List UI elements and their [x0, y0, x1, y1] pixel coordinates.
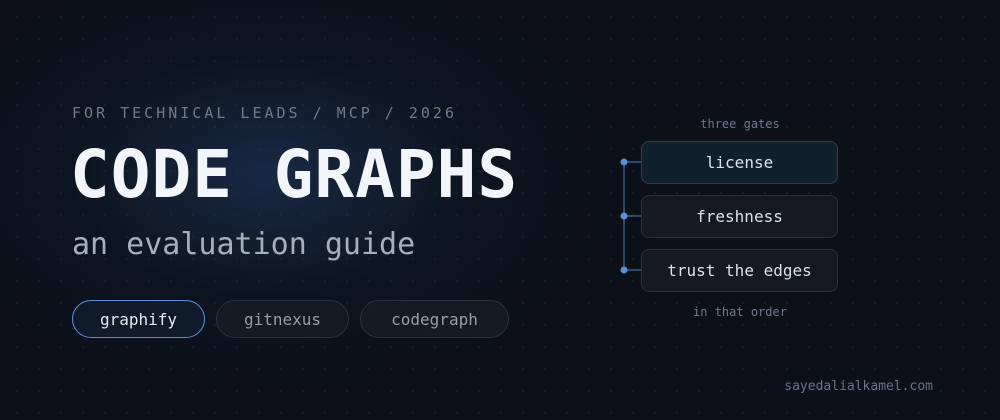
gates-caption-top: three gates	[700, 117, 780, 131]
eyebrow-text: FOR TECHNICAL LEADS / MCP / 2026	[72, 104, 457, 122]
gates-connector	[620, 158, 641, 274]
gates-caption-bottom: in that order	[693, 305, 787, 319]
tool-pill-codegraph[interactable]: codegraph	[360, 300, 509, 338]
gate-freshness: freshness	[641, 195, 838, 238]
page-subtitle: an evaluation guide	[72, 227, 416, 262]
tool-pill-gitnexus[interactable]: gitnexus	[216, 300, 349, 338]
connector-dot-2	[620, 212, 628, 220]
gate-trust-the-edges: trust the edges	[641, 249, 838, 292]
page-title: CODE GRAPHS	[70, 136, 519, 213]
connector-dot-1	[620, 158, 628, 166]
connector-dot-3	[620, 266, 628, 274]
footer-site-link[interactable]: sayedalialkamel.com	[784, 379, 933, 394]
tool-pill-graphify[interactable]: graphify	[72, 300, 205, 338]
gate-license: license	[641, 141, 838, 184]
